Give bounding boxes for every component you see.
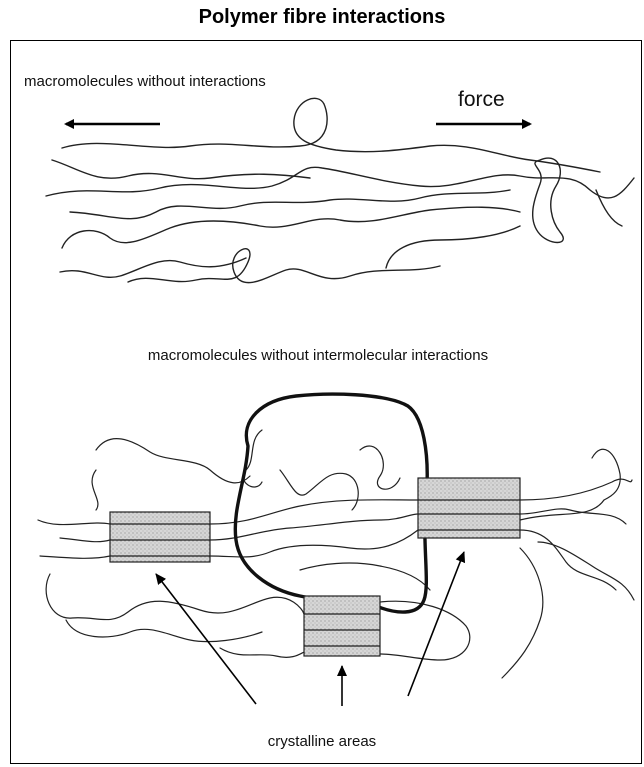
crystalline-block-right	[417, 477, 521, 539]
top-panel-heading: macromolecules without interactions	[24, 73, 266, 90]
diagram-title: Polymer fibre interactions	[198, 6, 446, 28]
pointer-arrow-right	[407, 551, 466, 697]
pointer-arrow-left	[155, 573, 257, 705]
diagram-frame	[10, 40, 642, 764]
bottom-panel-heading: macromolecules without intermolecular in…	[148, 347, 488, 364]
crystalline-block-center	[303, 595, 381, 657]
force-label: force	[458, 88, 505, 111]
free-macromolecule-chains	[45, 97, 635, 284]
crystalline-block-left	[109, 511, 211, 563]
crystalline-areas-label: crystalline areas	[268, 733, 376, 750]
amorphous-loop	[233, 392, 429, 614]
